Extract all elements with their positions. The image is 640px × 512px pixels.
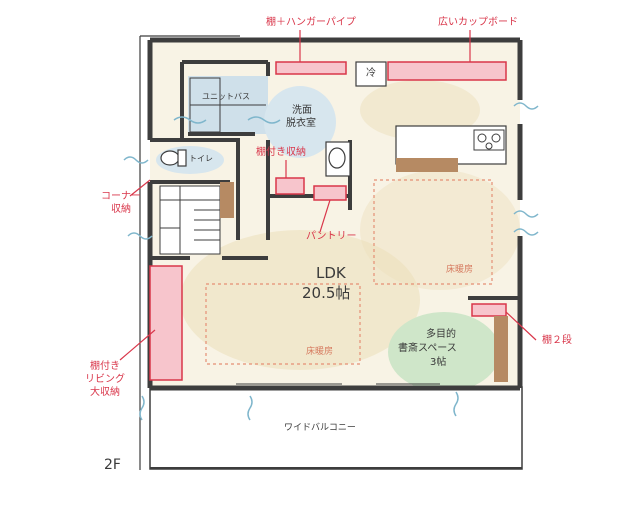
- ventilation-marks: [123, 102, 539, 421]
- annotation-corner-storage-line1: コーナー: [101, 191, 141, 202]
- divider-brown-1: [220, 182, 234, 218]
- kitchen-counter: [395, 125, 507, 172]
- floor-label: 2F: [104, 457, 121, 473]
- leader-lines: [119, 30, 537, 361]
- annotation-wide-cupboard: 広いカップボード: [438, 17, 518, 28]
- study-area: [388, 312, 500, 392]
- annotation-shelf-two-tier: 棚２段: [542, 335, 572, 346]
- study-label-line2: 書斎スペース: [398, 343, 457, 354]
- toilet-label: トイレ: [189, 154, 213, 163]
- annotation-living-storage-line2: リビング: [85, 374, 125, 385]
- floor-heating-zones: [205, 179, 493, 365]
- floor-heating-label-1: 床暖房: [446, 265, 474, 275]
- annotation-shelf-storage: 棚付き収納: [256, 147, 306, 158]
- balcony-area: [149, 386, 523, 470]
- washroom-label-line1: 洗面: [292, 105, 312, 116]
- annotation-living-storage-line1: 棚付き: [90, 361, 120, 372]
- wash-basin: [325, 141, 351, 177]
- study-label-line3: 3帖: [430, 357, 447, 368]
- annotation-corner-storage-line2: 収納: [111, 204, 131, 215]
- toilet-fixture: [160, 149, 187, 167]
- divider-brown-2: [494, 316, 508, 382]
- storage-units: [149, 61, 507, 381]
- ldk-label-line1: LDK: [316, 264, 346, 282]
- washroom-label-line2: 脱衣室: [286, 118, 316, 129]
- floor-heating-label-2: 床暖房: [306, 347, 334, 357]
- annotation-living-storage: 棚付き リビング 大収納: [80, 360, 130, 399]
- staircase: [159, 185, 221, 255]
- annotation-living-storage-line3: 大収納: [90, 387, 120, 398]
- bathtub: [189, 77, 266, 133]
- unit-bath-label: ユニットバス: [202, 92, 250, 101]
- ldk-label-line2: 20.5帖: [302, 284, 351, 302]
- study-label-line1: 多目的: [426, 329, 456, 340]
- fridge-label: 冷: [366, 68, 376, 79]
- annotation-pantry: パントリー: [306, 231, 357, 242]
- annotation-shelf-hanger-pipe: 棚＋ハンガーパイプ: [266, 17, 356, 28]
- balcony-windows: [236, 383, 440, 391]
- fridge-box: [355, 61, 387, 87]
- annotation-corner-storage: コーナー 収納: [98, 190, 144, 216]
- balcony-label: ワイドバルコニー: [284, 423, 356, 433]
